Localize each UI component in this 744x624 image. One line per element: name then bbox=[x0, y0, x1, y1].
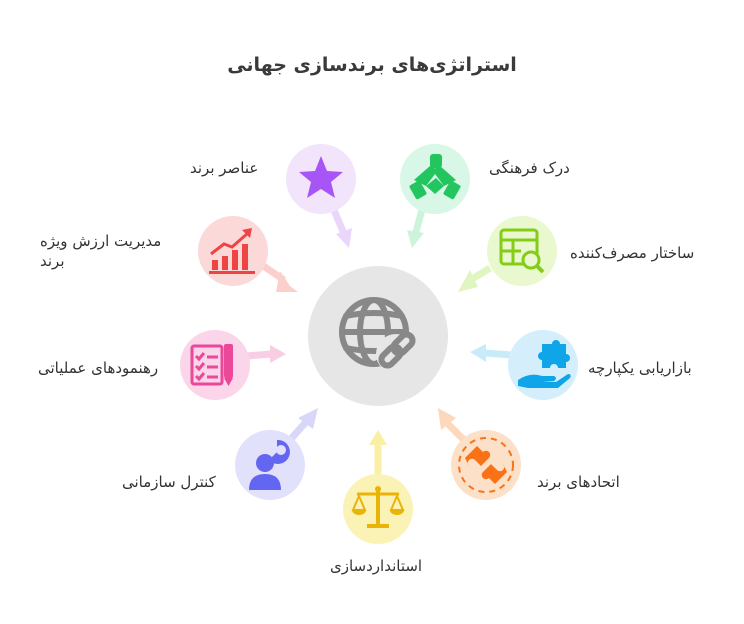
label-cultural-understanding: درک فرهنگی bbox=[489, 159, 570, 177]
node-standardization bbox=[343, 474, 413, 544]
node-operational-guidelines bbox=[180, 330, 250, 400]
label-brand-alliances: اتحادهای برند bbox=[537, 473, 620, 491]
checklist-pencil-icon bbox=[180, 330, 250, 400]
node-consumer-structure bbox=[487, 216, 557, 286]
arrow-integrated-marketing bbox=[483, 349, 513, 359]
arrow-operational-guidelines bbox=[245, 350, 273, 360]
scale-icon bbox=[343, 474, 413, 544]
label-consumer-structure: ساختار مصرف‌کننده bbox=[570, 244, 695, 262]
node-integrated-marketing bbox=[508, 330, 578, 400]
arrowhead-brand-elements bbox=[336, 228, 352, 248]
node-brand-equity bbox=[198, 216, 268, 286]
label-integrated-marketing: بازاریابی یکپارچه bbox=[588, 359, 692, 377]
node-brand-elements bbox=[286, 144, 356, 214]
arrowhead-cultural-understanding bbox=[407, 230, 424, 248]
arrow-brand-alliances bbox=[445, 421, 467, 443]
arrowhead-brand-equity bbox=[276, 271, 298, 292]
arrowhead-integrated-marketing bbox=[470, 344, 486, 362]
label-organizational-control: کنترل سازمانی bbox=[122, 473, 216, 491]
star-icon bbox=[286, 144, 356, 214]
globe-link-icon bbox=[339, 297, 416, 374]
arrow-organizational-control bbox=[287, 419, 309, 443]
label-brand-equity: مدیریت ارزش ویژه برند bbox=[40, 232, 162, 270]
node-cultural-understanding bbox=[400, 144, 470, 214]
arrow-brand-elements bbox=[329, 206, 349, 238]
label-brand-elements: عناصر برند bbox=[190, 159, 259, 177]
arrowhead-brand-alliances bbox=[438, 408, 456, 430]
diagram-title: استراتژی‌های برندسازی جهانی bbox=[227, 54, 517, 76]
puzzle-hand-icon bbox=[508, 330, 578, 400]
puzzle-pieces-icon bbox=[451, 430, 521, 500]
center-node bbox=[308, 266, 448, 406]
arrowhead-organizational-control bbox=[298, 408, 318, 429]
arrowhead-consumer-structure bbox=[458, 270, 478, 292]
arrow-consumer-structure bbox=[470, 265, 492, 282]
bar-chart-up-icon bbox=[198, 216, 268, 286]
person-chart-icon bbox=[235, 430, 305, 500]
label-operational-guidelines: رهنمودهای عملیاتی bbox=[38, 359, 159, 377]
label-standardization: استانداردسازی bbox=[330, 557, 423, 575]
arrowhead-operational-guidelines bbox=[270, 345, 286, 363]
handshake-icon bbox=[400, 144, 470, 214]
table-search-icon bbox=[487, 216, 557, 286]
arrowhead-standardization bbox=[369, 430, 387, 445]
node-brand-alliances bbox=[451, 430, 521, 500]
node-organizational-control bbox=[235, 430, 305, 500]
